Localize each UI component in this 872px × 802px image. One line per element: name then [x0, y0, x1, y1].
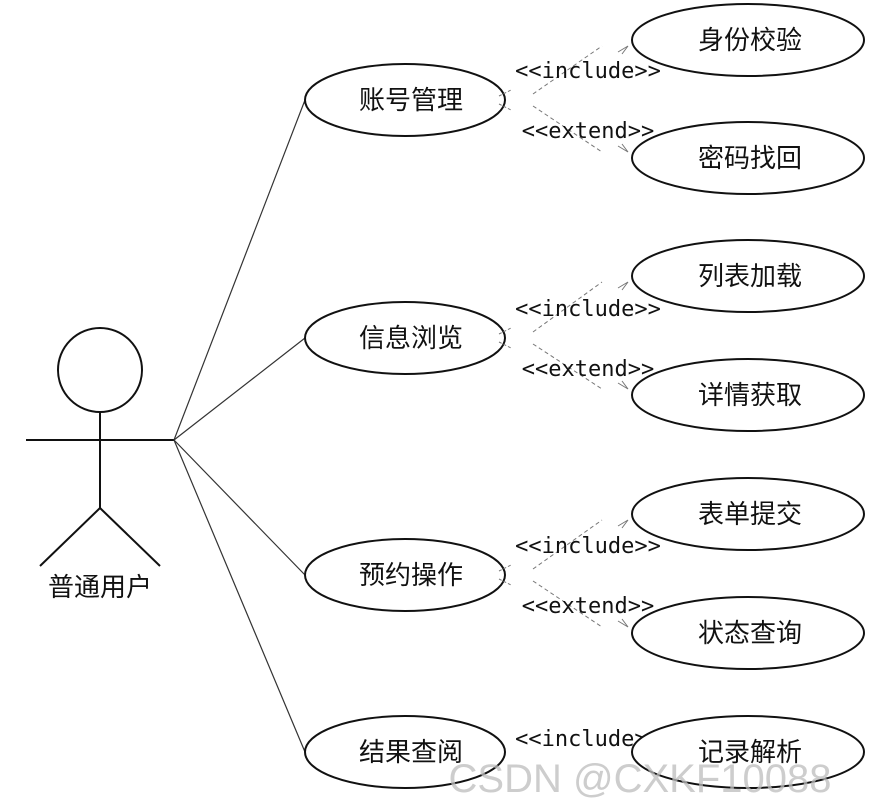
dependency-arrow-tail [498, 564, 512, 572]
actor-head [57, 327, 143, 413]
use-case: 结果查阅 [304, 715, 506, 789]
dependency-arrow [532, 45, 603, 95]
use-case-label: 账号管理 [359, 86, 463, 116]
relation: <<include>>记录解析 [515, 715, 865, 789]
sub-use-case-label: 表单提交 [698, 500, 802, 530]
dependency-arrow [532, 519, 603, 570]
sub-use-case-label: 列表加载 [698, 262, 802, 292]
use-case: 预约操作 [304, 538, 506, 612]
sub-use-case-ellipse [631, 3, 865, 77]
sub-use-case-ellipse [631, 477, 865, 551]
arrowhead [617, 519, 629, 529]
use-case-ellipse [304, 715, 506, 789]
dependency-arrow-tail [498, 89, 512, 97]
relation: <<include>> 身份校验 [498, 3, 865, 97]
arrowhead [617, 380, 629, 390]
dependency-arrow-tail [498, 327, 512, 335]
watermark: CSDN @CXKF10088 [449, 757, 832, 801]
sub-use-case-ellipse [631, 358, 865, 432]
association-line [173, 337, 306, 441]
actor-label: 普通用户 [48, 573, 152, 603]
use-case-ellipse [304, 63, 506, 137]
arrowhead [617, 618, 629, 628]
arrowhead [617, 143, 629, 153]
relation: <<include>> 列表加载 [498, 239, 865, 335]
sub-use-case-label: 记录解析 [698, 738, 802, 768]
sub-use-case-label: 状态查询 [698, 619, 802, 649]
sub-use-case-ellipse [631, 596, 865, 670]
dependency-arrow-tail [498, 341, 512, 349]
arrowhead [617, 45, 629, 55]
arrowhead [617, 281, 629, 291]
sub-use-case-ellipse [631, 239, 865, 313]
relation: <<extend>> 密码找回 [498, 103, 865, 195]
stereotype-label: <<extend>> [522, 357, 654, 382]
use-case: 账号管理 [304, 63, 506, 137]
stereotype-label: <<extend>> [522, 119, 654, 144]
relation: <<include>> 表单提交 [498, 477, 865, 572]
dependency-arrow-tail [498, 103, 512, 111]
association-line [173, 439, 306, 753]
relation: <<extend>> 状态查询 [498, 578, 865, 670]
actor-right-leg [99, 507, 161, 567]
use-case-ellipse [304, 538, 506, 612]
sub-use-case-ellipse [631, 715, 865, 789]
association-lines [173, 99, 306, 753]
sub-use-case-ellipse [631, 121, 865, 195]
association-line [173, 439, 306, 576]
sub-use-case-label: 身份校验 [698, 26, 802, 56]
stereotype-label: <<include>> [515, 59, 661, 84]
stereotype-label: <<include>> [515, 297, 661, 322]
use-case-label: 结果查阅 [359, 738, 463, 768]
association-line [173, 99, 306, 441]
stereotype-label: <<include>> [515, 534, 661, 559]
use-case-label: 预约操作 [359, 561, 463, 591]
use-case: 信息浏览 [304, 301, 506, 375]
actor-figure [26, 327, 174, 567]
use-case-ellipse [304, 301, 506, 375]
actor-left-leg [39, 507, 101, 567]
dependency-arrow-tail [498, 578, 512, 586]
sub-use-case-label: 密码找回 [698, 144, 802, 174]
dependency-arrow [532, 281, 603, 333]
relation: <<extend>> 详情获取 [498, 341, 865, 432]
sub-use-case-label: 详情获取 [698, 381, 802, 411]
use-case-label: 信息浏览 [359, 324, 463, 354]
stereotype-label: <<extend>> [522, 594, 654, 619]
